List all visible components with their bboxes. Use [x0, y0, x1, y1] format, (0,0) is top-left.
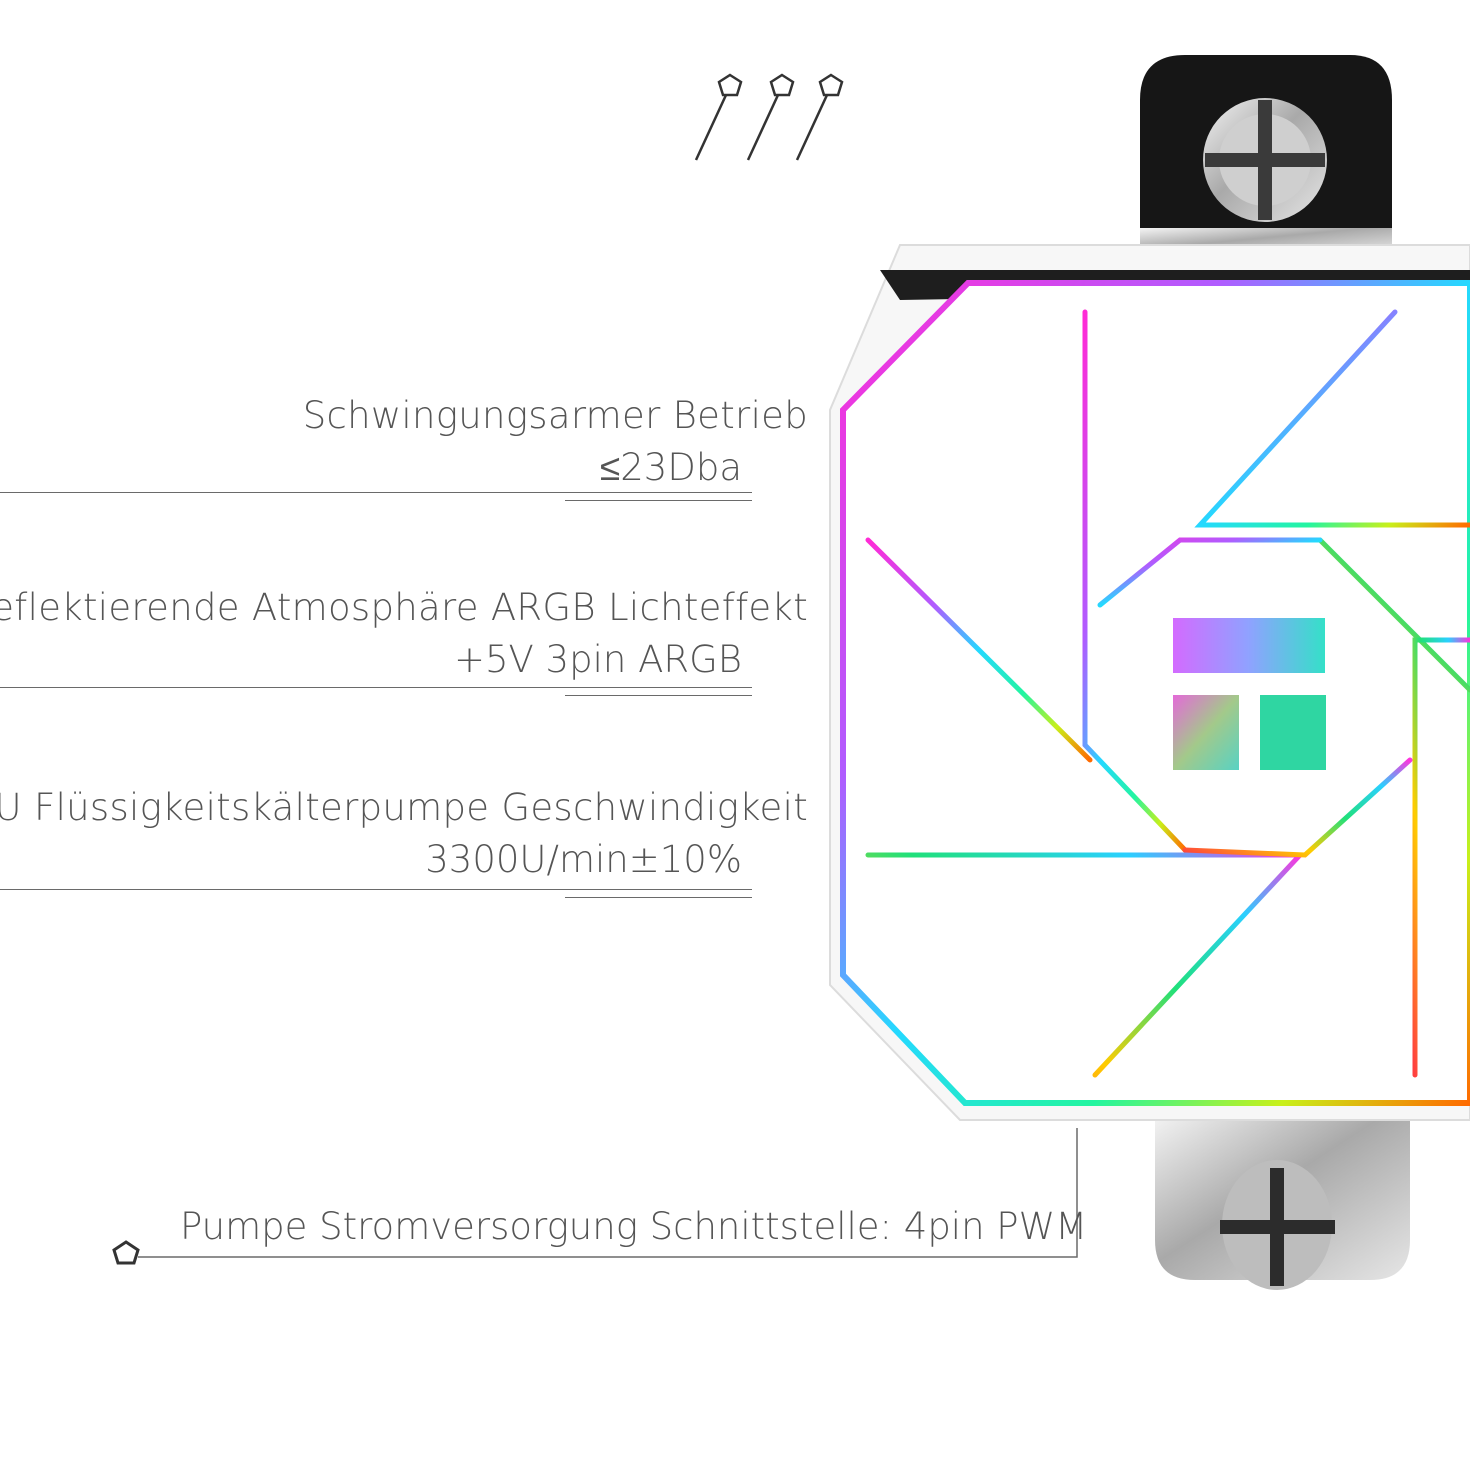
spec-title: Reflektierende Atmosphäre ARGB Lichteffe…: [0, 586, 808, 629]
pentagon-marker-icon: [769, 73, 795, 97]
spec-vibration: Schwingungsarmer Betrieb ≤23Dba: [303, 390, 808, 494]
spec-power-interface: Pumpe Stromversorgung Schnittstelle: 4pi…: [180, 1205, 1088, 1248]
spec-pump-speed: CPU Flüssigkeitskälterpumpe Geschwindigk…: [0, 782, 808, 886]
brand-logo: [1173, 618, 1326, 770]
spec-title: Schwingungsarmer Betrieb: [302, 394, 808, 437]
divider: [0, 889, 752, 890]
spec-value: ≤23Dba: [599, 446, 742, 489]
pentagon-marker-icon: [112, 1240, 140, 1265]
divider: [565, 500, 752, 501]
argb-ring: [840, 280, 1470, 1106]
top-markers: [694, 73, 844, 161]
pentagon-marker-icon: [818, 73, 844, 97]
bottom-bracket: [1155, 1115, 1410, 1290]
top-bracket: [1140, 55, 1392, 252]
divider: [565, 897, 752, 898]
aperture-lines: [865, 309, 1470, 1078]
spec-argb: Reflektierende Atmosphäre ARGB Lichteffe…: [0, 582, 808, 686]
divider: [565, 695, 752, 696]
spec-title: CPU Flüssigkeitskälterpumpe Geschwindigk…: [0, 786, 808, 829]
pentagon-marker-icon: [717, 73, 743, 97]
spec-value: +5V 3pin ARGB: [453, 638, 742, 681]
divider: [0, 687, 752, 688]
bottom-marker: [112, 1128, 1078, 1265]
spec-value: 3300U/min±10%: [425, 838, 742, 881]
divider: [0, 492, 752, 493]
